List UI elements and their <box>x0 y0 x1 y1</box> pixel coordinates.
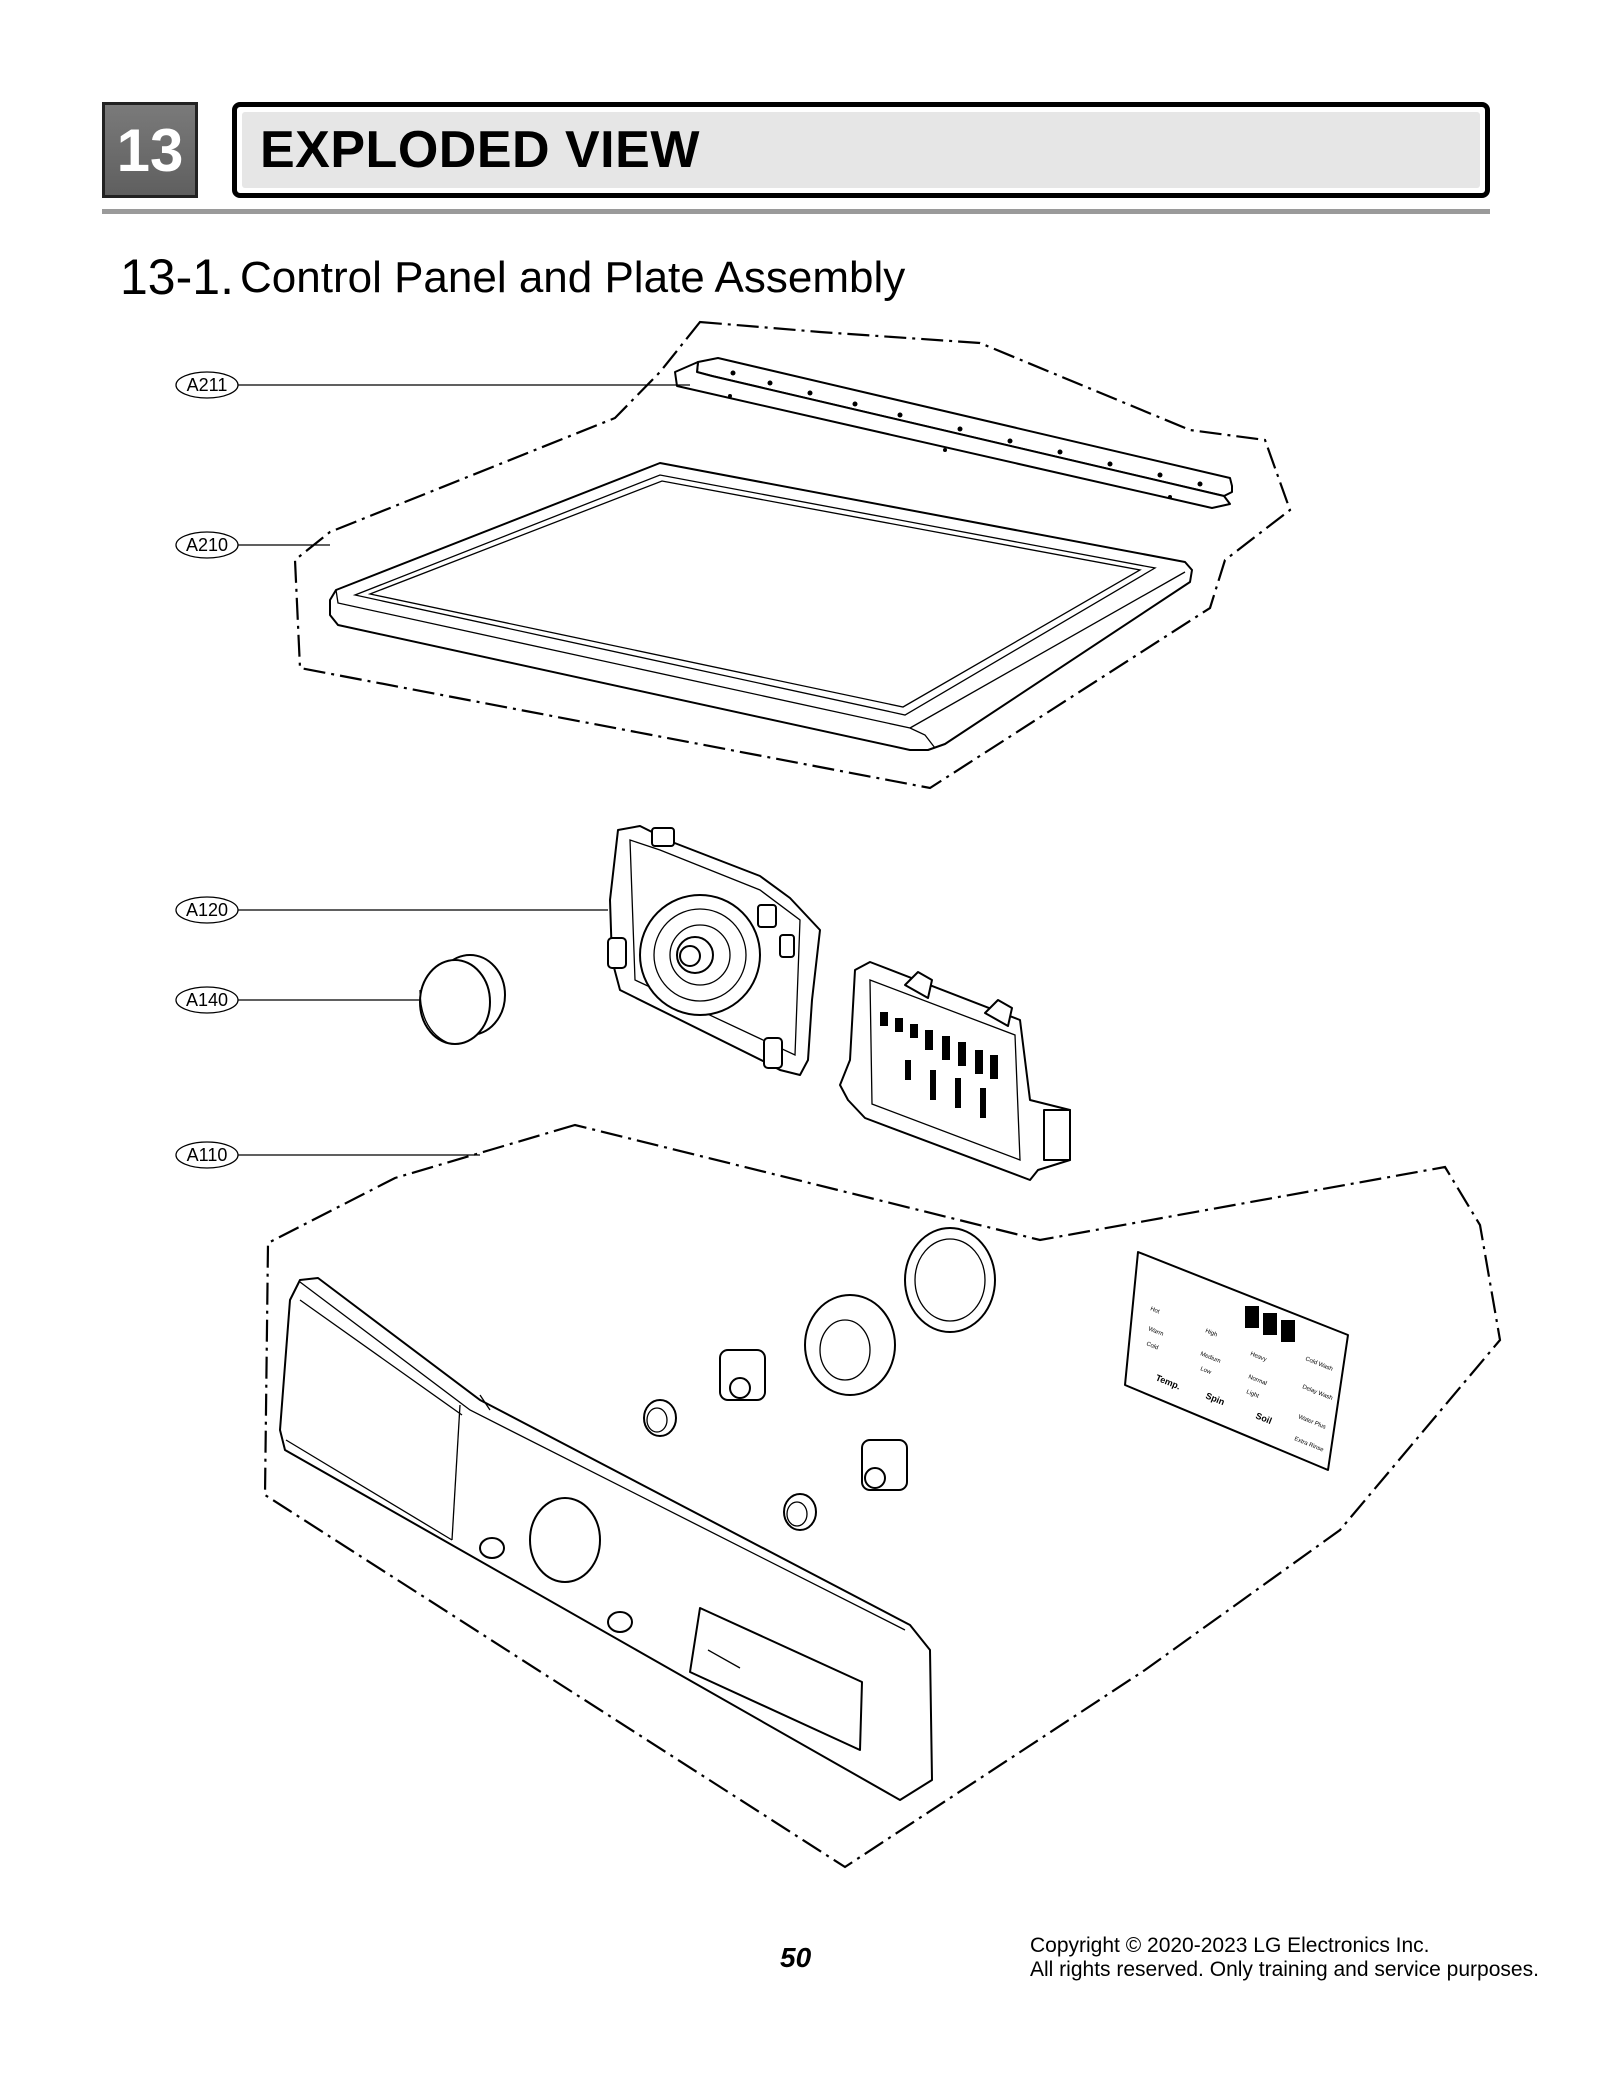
overlay-light-label: Light <box>1245 1389 1260 1400</box>
callout-a210: A210 <box>175 531 239 559</box>
chapter-title: EXPLODED VIEW <box>260 121 700 179</box>
display-pcb-part <box>839 961 1071 1181</box>
rear-bracket-part <box>674 357 1233 509</box>
pcb-segments <box>880 1012 998 1118</box>
callout-a211: A211 <box>175 371 239 399</box>
title-underline <box>102 209 1490 214</box>
top-group-boundary <box>293 320 1292 790</box>
knob-part <box>419 954 506 1045</box>
section-title: Control Panel and Plate Assembly <box>240 253 906 302</box>
overlay-low-label: Low <box>1199 1366 1212 1376</box>
callout-a140-text: A140 <box>186 990 228 1010</box>
bracket-holes <box>728 370 1203 499</box>
callout-a210-text: A210 <box>186 535 228 555</box>
callout-a110: A110 <box>175 1141 239 1169</box>
button-parts <box>643 1227 996 1531</box>
front-panel-group-boundary <box>263 1123 1502 1869</box>
control-panel-part <box>279 1277 933 1801</box>
overlay-warm-label: Warm <box>1147 1326 1164 1337</box>
control-frame-part <box>607 825 821 1076</box>
chapter-number-box: 13 <box>102 102 198 198</box>
overlay-high-label: High <box>1204 1328 1218 1338</box>
callout-a120-text: A120 <box>186 900 228 920</box>
callout-a211-text: A211 <box>187 375 228 395</box>
chapter-number: 13 <box>116 116 184 184</box>
chapter-title-bar: EXPLODED VIEW <box>232 102 1490 198</box>
chapter-title-inner: EXPLODED VIEW <box>242 112 1480 188</box>
copyright-line-2: All rights reserved. Only training and s… <box>1030 1958 1539 1981</box>
display-overlay-part: Temp. Spin Soil Hot Warm Cold High Mediu… <box>1124 1251 1349 1471</box>
copyright-notice: Copyright © 2020-2023 LG Electronics Inc… <box>1030 1934 1539 1982</box>
copyright-line-1: Copyright © 2020-2023 LG Electronics Inc… <box>1030 1934 1430 1957</box>
overlay-heavy-label: Heavy <box>1249 1351 1267 1363</box>
callout-a120: A120 <box>175 896 239 924</box>
callout-a140: A140 <box>175 986 239 1014</box>
overlay-cold-label: Cold <box>1145 1341 1159 1351</box>
top-cover-part <box>329 462 1193 751</box>
page-number: 50 <box>780 1942 812 1973</box>
callout-a110-text: A110 <box>187 1145 228 1165</box>
section-number: 13-1. <box>120 249 234 305</box>
overlay-hot-label: Hot <box>1149 1306 1160 1315</box>
